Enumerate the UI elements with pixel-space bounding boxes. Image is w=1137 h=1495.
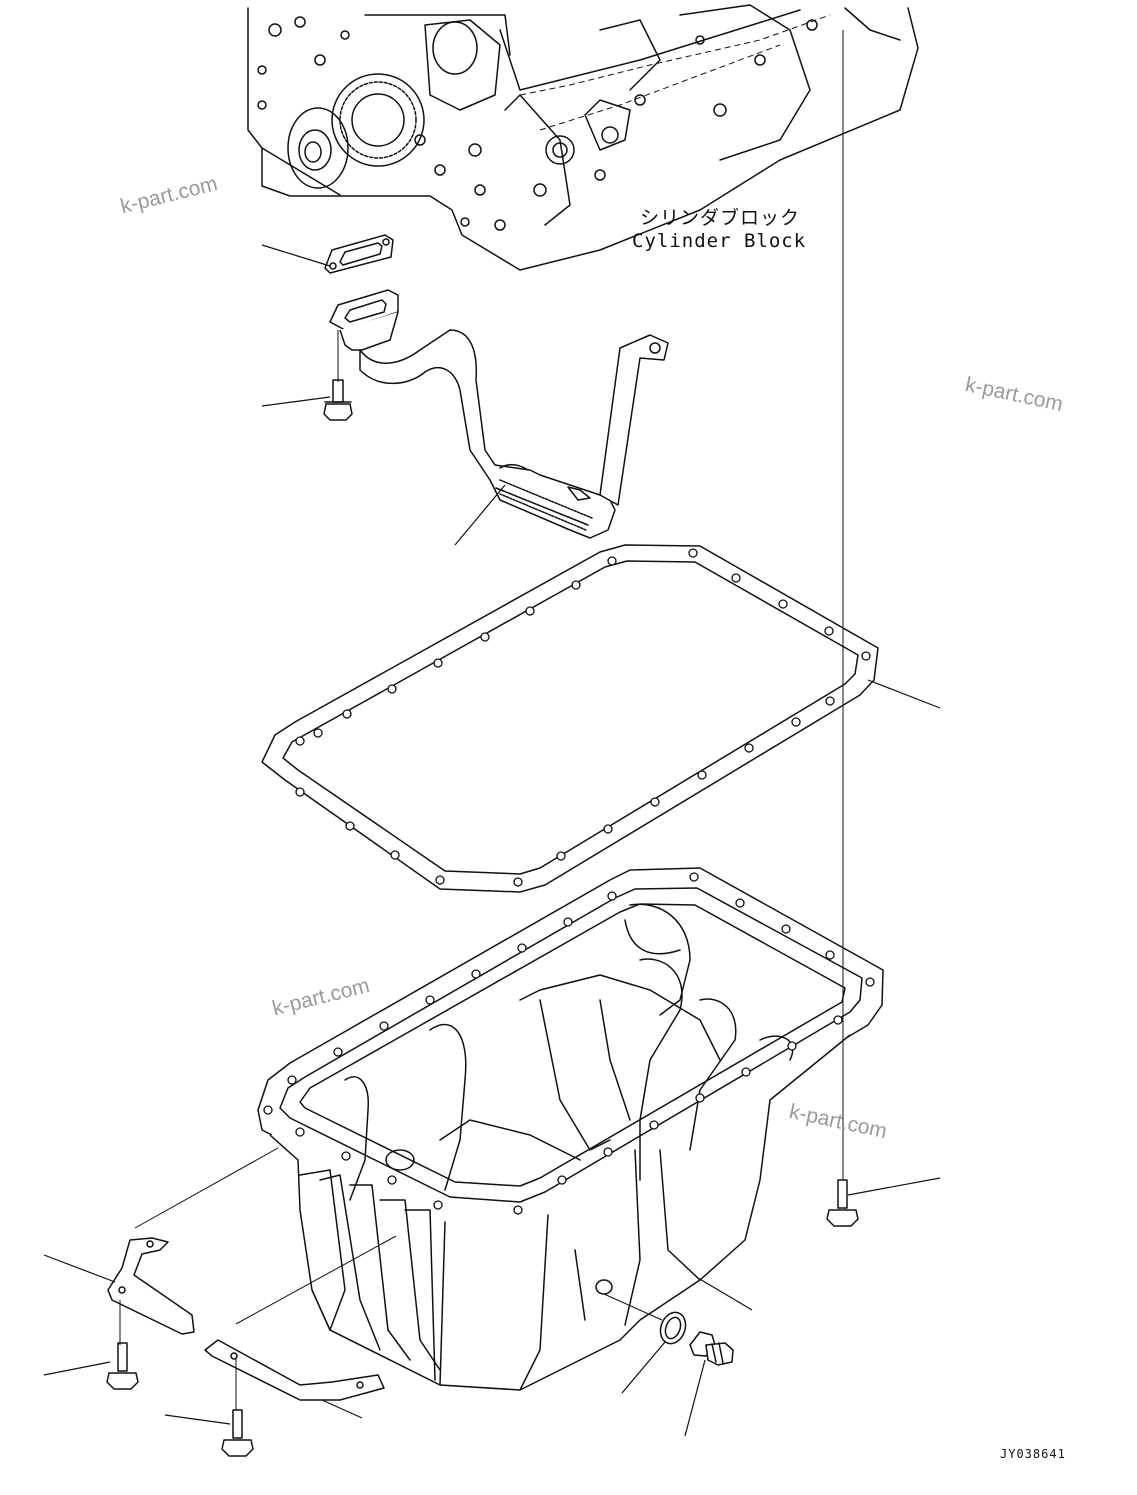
pan-bolt-3 xyxy=(826,1179,859,1227)
cylinder-block-label-en: Cylinder Block xyxy=(632,230,807,252)
suction-gasket xyxy=(324,234,394,274)
cylinder-block xyxy=(247,4,919,271)
assembly-lines xyxy=(119,30,844,1410)
oil-strainer-pipe xyxy=(329,289,669,539)
pan-bolt-holes xyxy=(263,872,875,1215)
gasket-bolt-holes xyxy=(295,548,871,887)
cylinder-block-label-jp: シリンダブロック xyxy=(640,207,801,229)
drain-plug xyxy=(689,1331,734,1366)
pan-bolt-2 xyxy=(221,1409,254,1457)
reinforcement-plate-left xyxy=(107,1237,195,1335)
pan-bolt-1 xyxy=(106,1342,139,1390)
pipe-bolt xyxy=(323,379,353,421)
oil-pan xyxy=(257,867,884,1391)
drawing-code: JY038641 xyxy=(1000,1447,1066,1461)
leader-lines xyxy=(43,244,941,1437)
o-ring xyxy=(659,1311,687,1345)
reinforcement-plate-right xyxy=(204,1339,385,1401)
oil-pan-gasket xyxy=(261,544,879,893)
